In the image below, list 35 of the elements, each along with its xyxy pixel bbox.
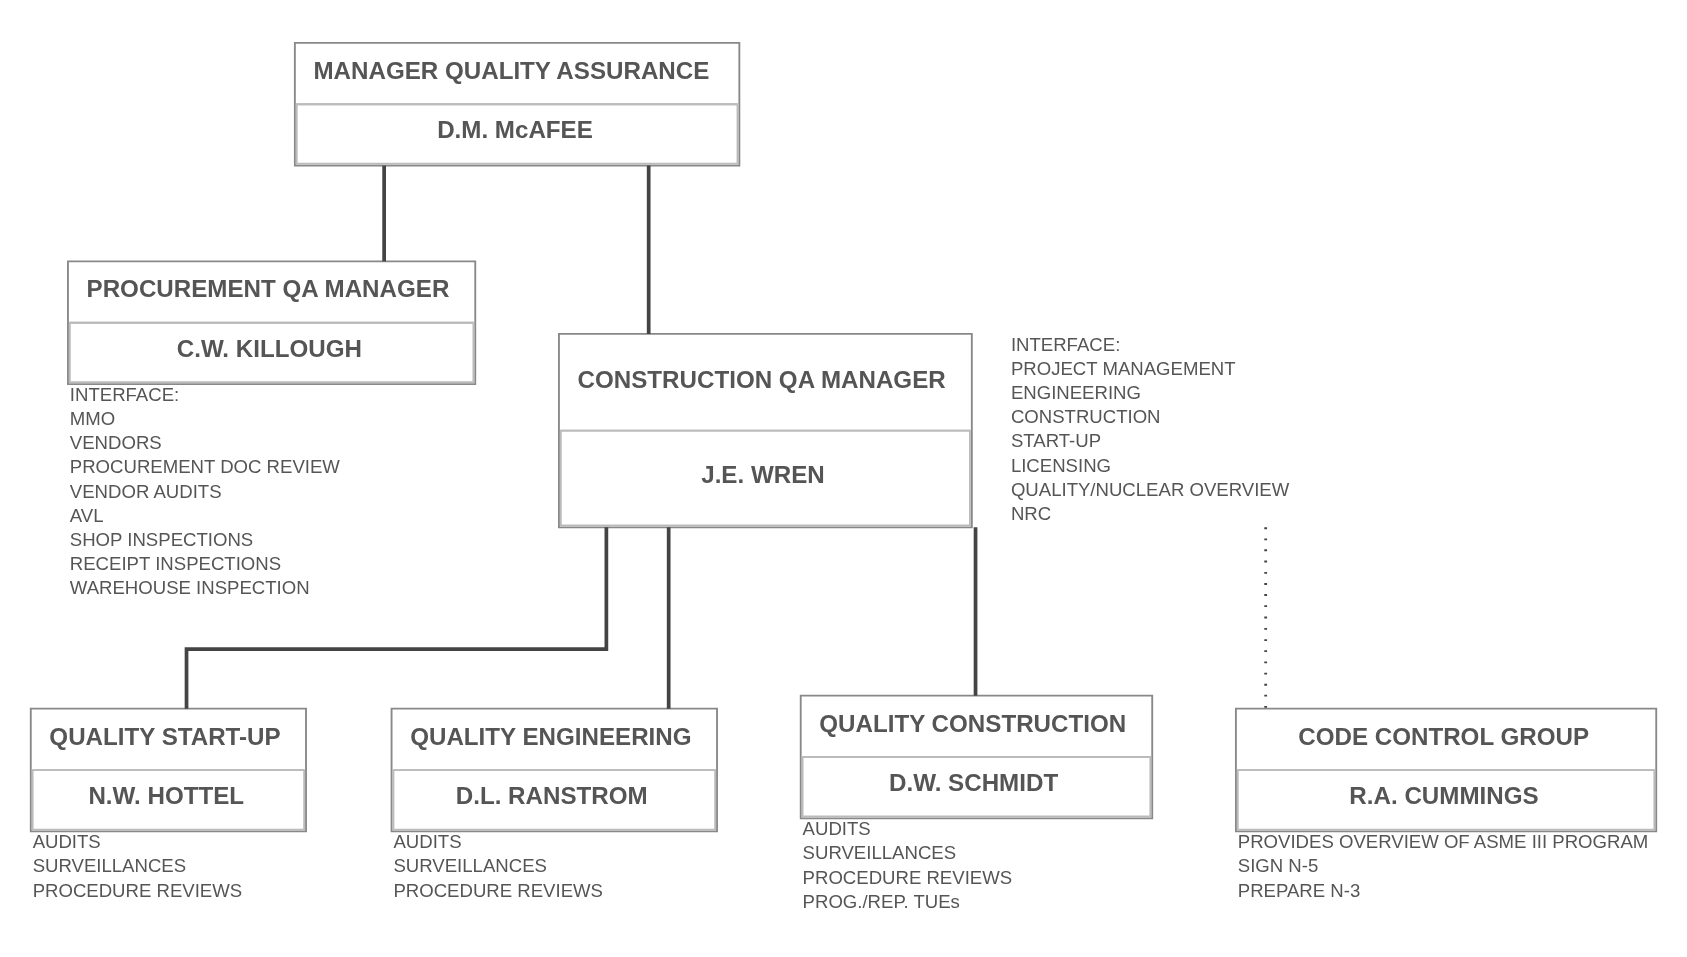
node-label: PROG./REP. TUEs: [802, 890, 960, 912]
connector: [973, 526, 978, 696]
node-label: PROCUREMENT DOC REVIEW: [69, 455, 340, 477]
node-label: RECEIPT INSPECTIONS: [69, 552, 282, 574]
node-label: WAREHOUSE INSPECTION: [69, 576, 310, 598]
node-label: LICENSING: [1010, 454, 1112, 476]
node-label: ENGINEERING: [1010, 381, 1141, 403]
node-label: PROCEDURE REVIEWS: [32, 879, 243, 901]
connector: [646, 165, 651, 334]
node-label: PROJECT MANAGEMENT: [1010, 357, 1236, 379]
node-label: SIGN N-5: [1237, 854, 1319, 876]
node-label: PROCEDURE REVIEWS: [393, 879, 603, 901]
node-label: MMO: [69, 407, 116, 429]
node-label: INTERFACE:: [1010, 333, 1121, 355]
node-label: SHOP INSPECTIONS: [69, 528, 254, 550]
node-label: QUALITY/NUCLEAR OVERVIEW: [1010, 478, 1290, 500]
node-label: START-UP: [1010, 429, 1102, 451]
connector: [184, 526, 609, 709]
node-label: PROVIDES OVERVIEW OF ASME III PROGRAM: [1237, 830, 1649, 852]
node-label: VENDORS: [69, 431, 162, 453]
connector: [382, 165, 386, 261]
node-label: PREPARE N-3: [1237, 879, 1361, 901]
node-label: SURVEILLANCES: [802, 841, 957, 863]
node-label: AUDITS: [32, 830, 101, 852]
node-label: CONSTRUCTION: [1010, 405, 1161, 427]
node-label: VENDOR AUDITS: [69, 480, 222, 502]
node-label: SURVEILLANCES: [32, 854, 187, 876]
node-label: NRC: [1010, 502, 1052, 524]
node-label: PROCEDURE REVIEWS: [802, 866, 1013, 888]
node-label: AUDITS: [802, 817, 871, 839]
node-label: AUDITS: [393, 830, 462, 852]
node-label: AVL: [69, 504, 104, 526]
connector: [666, 526, 671, 709]
node-label: INTERFACE:: [69, 383, 180, 405]
node-label: SURVEILLANCES: [393, 854, 547, 876]
